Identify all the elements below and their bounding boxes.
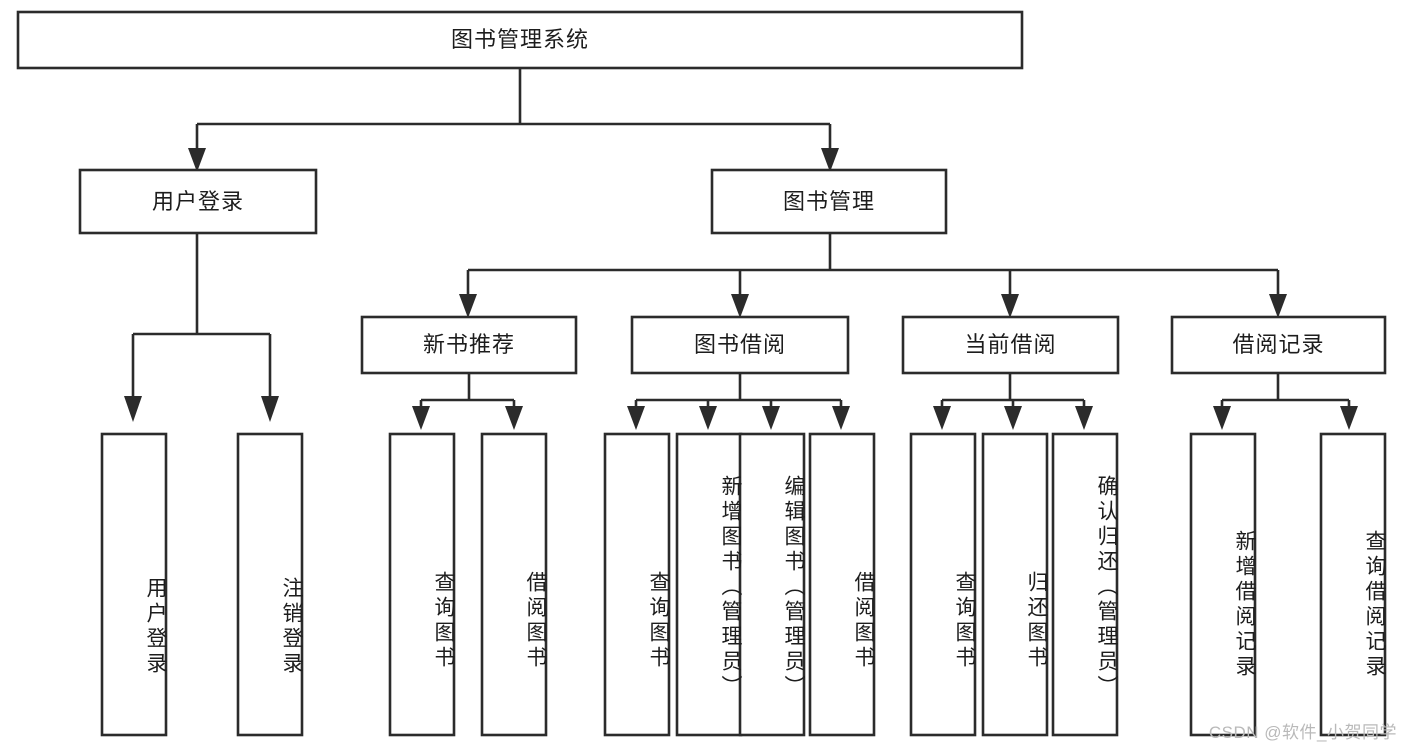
connector-root-to-level2	[188, 68, 839, 172]
label-leaf-add-record: 新增借阅记录	[1233, 530, 1256, 680]
label-leaf-user-login: 用户登录	[144, 576, 167, 677]
label-book-management: 图书管理	[782, 188, 875, 214]
node-box-leaf-query-book-3	[909, 432, 977, 737]
node-box-leaf-add-book	[675, 432, 743, 737]
node-box-leaf-return-book	[981, 432, 1049, 737]
label-leaf-confirm-return: 确认归还（管理员）	[1095, 474, 1118, 700]
node-box-leaf-user-login	[100, 432, 168, 737]
node-box-book-borrow	[630, 315, 850, 375]
label-current-borrow: 当前借阅	[964, 332, 1057, 357]
node-box-user-login	[78, 168, 318, 235]
label-root: 图书管理系统	[450, 27, 589, 52]
label-leaf-query-book-3: 查询图书	[953, 571, 976, 671]
node-box-leaf-confirm-return	[1051, 432, 1119, 737]
label-leaf-return-book: 归还图书	[1025, 571, 1048, 671]
connector-currentborrow-to-leaves	[933, 373, 1093, 430]
node-box-leaf-logout	[236, 432, 304, 737]
connector-bookborrow-to-leaves	[627, 373, 850, 430]
label-leaf-query-record: 查询借阅记录	[1363, 530, 1386, 680]
node-box-borrow-record	[1170, 315, 1387, 375]
label-leaf-borrow-book-2: 借阅图书	[852, 571, 875, 671]
label-borrow-record: 借阅记录	[1232, 332, 1325, 357]
label-leaf-logout: 注销登录	[280, 576, 303, 677]
label-new-book-recommend: 新书推荐	[422, 332, 515, 357]
node-box-current-borrow	[901, 315, 1120, 375]
node-box-leaf-borrow-book-1	[480, 432, 548, 737]
node-box-leaf-add-record	[1189, 432, 1257, 737]
node-box-leaf-borrow-book-2	[808, 432, 876, 737]
label-leaf-add-book: 新增图书（管理员）	[719, 474, 742, 700]
label-user-login: 用户登录	[151, 188, 244, 214]
connector-newbook-to-leaves	[412, 373, 523, 430]
label-book-borrow: 图书借阅	[693, 332, 786, 357]
label-leaf-query-book-2: 查询图书	[647, 571, 670, 671]
node-box-leaf-query-record	[1319, 432, 1387, 737]
label-leaf-query-book-1: 查询图书	[432, 571, 455, 671]
connector-borrowrecord-to-leaves	[1213, 373, 1358, 430]
node-box-leaf-query-book-1	[388, 432, 456, 737]
watermark: CSDN @软件_小贺同学	[1208, 723, 1397, 742]
node-box-leaf-edit-book	[738, 432, 806, 737]
label-leaf-borrow-book-1: 借阅图书	[524, 571, 547, 671]
node-box-root	[16, 10, 1024, 70]
node-box-leaf-query-book-2	[603, 432, 671, 737]
node-box-book-management	[710, 168, 948, 235]
connector-userlogin-to-leaves	[124, 233, 279, 422]
label-leaf-edit-book: 编辑图书（管理员）	[782, 474, 805, 700]
node-box-new-book-recommend	[360, 315, 578, 375]
connector-bookmgmt-to-level3	[459, 233, 1287, 318]
